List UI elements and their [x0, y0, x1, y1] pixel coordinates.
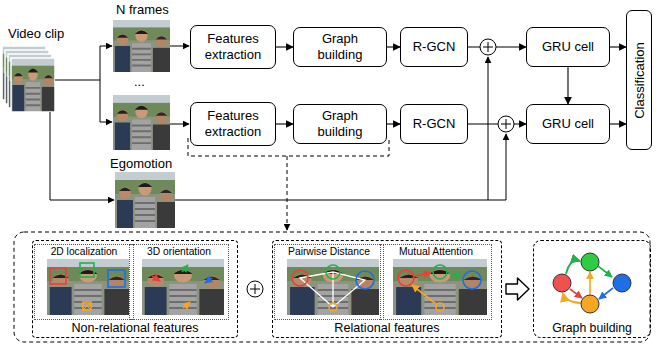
frame-image: [113, 20, 175, 228]
text-label: Video clip: [8, 26, 64, 41]
feature-panel: Pairwise Distance: [274, 244, 384, 320]
flow-arrow: [276, 46, 293, 47]
hollow-arrow: [506, 278, 529, 300]
text-label: ...: [134, 74, 145, 89]
node-label: Graph building: [298, 108, 382, 141]
process-box: GRU cell: [526, 104, 610, 144]
node-label: Mutual Attention: [381, 246, 491, 317]
process-box: Features extraction: [190, 102, 276, 146]
flow-arrow: [468, 123, 526, 124]
node-label: Relational features: [273, 321, 501, 335]
node-label: Features extraction: [195, 31, 271, 64]
text-label: Egomotion: [110, 156, 172, 171]
wire: [14, 46, 650, 342]
flow-arrow: [567, 67, 568, 104]
feature-group: Relational features Pairwise DistanceMutu…: [272, 240, 502, 338]
node-label: 3D orientation: [130, 246, 228, 317]
flow-arrow: [387, 123, 400, 124]
node-label: R-GCN: [413, 116, 456, 132]
node-label: R-GCN: [413, 39, 456, 55]
flow-arrow: [468, 46, 526, 47]
feature-panel: 2D localization: [34, 244, 134, 320]
video-clip-stack: [2, 46, 55, 112]
feature-image: [47, 259, 487, 315]
node-label: 2D localization: [35, 246, 133, 317]
process-box: Graph building: [293, 27, 387, 67]
classification-box: Classification: [626, 10, 652, 150]
graph-box: Graph building: [533, 240, 651, 338]
flow-arrow: [276, 123, 293, 124]
feature-group: Non-relational features 2D localization3D…: [32, 240, 238, 338]
node-label: Pairwise Distance: [275, 246, 383, 317]
node-label: Classification: [632, 42, 647, 119]
node-label: GRU cell: [542, 116, 594, 132]
text-label: N frames: [116, 2, 169, 17]
process-box: Graph building: [293, 104, 387, 144]
process-box: R-GCN: [400, 27, 468, 67]
node-label: Graph building: [534, 321, 650, 335]
flow-arrow: [387, 46, 400, 47]
process-box: GRU cell: [526, 27, 610, 67]
flow-arrow: [610, 46, 626, 47]
node-label: Features extraction: [195, 108, 271, 141]
feature-panel: Mutual Attention: [380, 244, 492, 320]
detection-marks: [50, 263, 481, 311]
graph-illustration: [553, 253, 631, 313]
node-label: Graph building: [298, 31, 382, 64]
feature-panel: 3D orientation: [129, 244, 229, 320]
node-label: Non-relational features: [33, 321, 237, 335]
flow-arrow: [610, 123, 626, 124]
process-box: R-GCN: [400, 104, 468, 144]
node-label: GRU cell: [542, 39, 594, 55]
process-box: Features extraction: [190, 25, 276, 69]
